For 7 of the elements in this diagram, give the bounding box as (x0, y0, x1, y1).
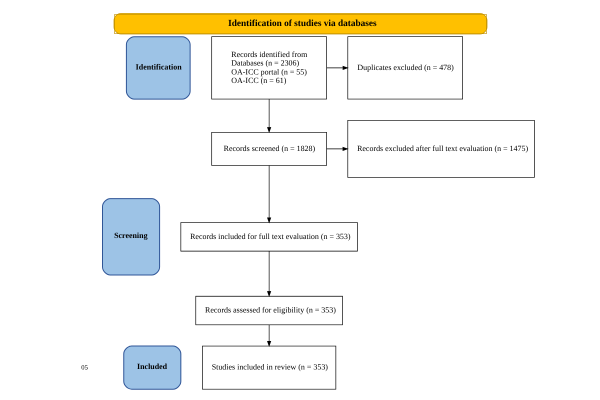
arrow (266, 250, 271, 298)
arrow (266, 165, 271, 224)
arrow (266, 98, 271, 134)
diagram-title: Identification of studies via databases (228, 18, 376, 29)
arrow (326, 66, 348, 70)
arrow (266, 324, 271, 347)
arrow (326, 146, 348, 151)
